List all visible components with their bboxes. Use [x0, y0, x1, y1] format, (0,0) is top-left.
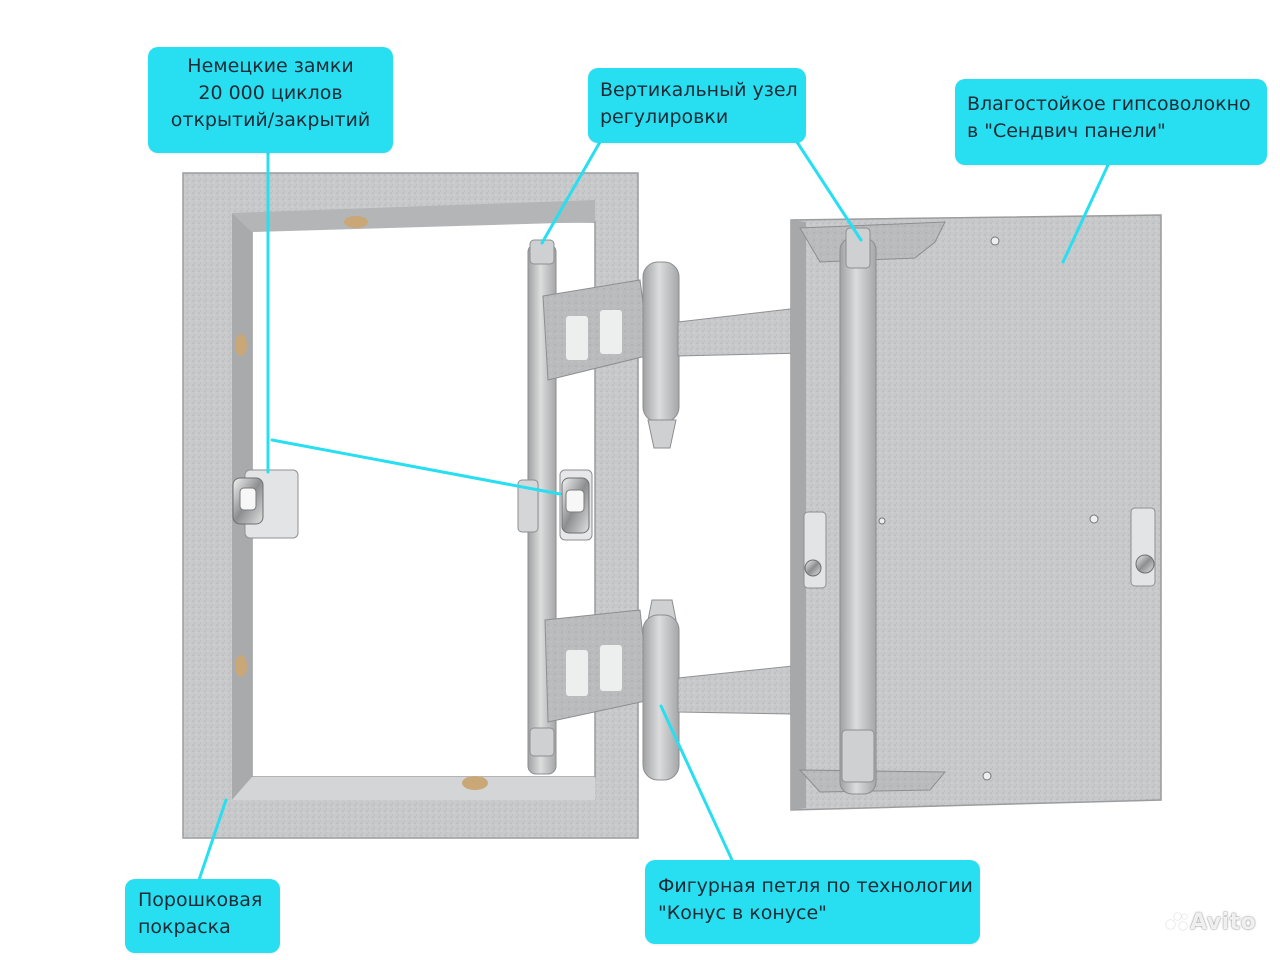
callout-powder-coating: Порошковая покраска: [125, 879, 280, 953]
leader-line-vertical-right: [795, 140, 863, 242]
watermark-text: Avito: [1190, 910, 1257, 935]
avito-logo-icon: [1166, 911, 1188, 931]
callout-vertical-adjustment: Вертикальный узел регулировки: [588, 68, 806, 143]
frame-hole: [344, 216, 368, 228]
frame-lock: [232, 469, 299, 539]
callout-text-line: регулировки: [600, 106, 729, 128]
callout-german-locks: Немецкие замки 20 000 циклов открытий/за…: [148, 47, 393, 153]
frame-hole: [235, 655, 247, 677]
leader-line-locks-middle: [270, 438, 562, 496]
callout-text-line: 20 000 циклов: [198, 82, 343, 104]
callout-hinge: Фигурная петля по технологии "Конус в ко…: [645, 860, 980, 944]
leader-line-hinge: [659, 704, 734, 862]
leader-line-gypsum: [1061, 163, 1110, 264]
leader-lines: [197, 140, 1110, 882]
callout-text-line: Фигурная петля по технологии: [658, 875, 973, 897]
frame-hole: [462, 776, 488, 790]
callout-text-line: открытий/закрытий: [170, 109, 371, 131]
callout-text-line: покраска: [138, 916, 231, 938]
callout-text-line: Вертикальный узел: [600, 79, 798, 101]
middle-lock: [517, 469, 593, 541]
callout-gypsum-fiber: Влагостойкое гипсоволокно в "Сендвич пан…: [955, 79, 1267, 165]
callout-text-line: в "Сендвич панели": [967, 120, 1166, 142]
callout-text-line: Немецкие замки: [187, 55, 354, 77]
callout-text-line: Влагостойкое гипсоволокно: [967, 93, 1251, 115]
frame-hole: [235, 334, 247, 356]
door-panel: [790, 214, 1162, 811]
leader-line-powder: [197, 798, 228, 882]
leader-line-vertical-left: [540, 140, 602, 245]
callout-text-line: "Конус в конусе": [658, 902, 827, 924]
avito-watermark: Avito: [1166, 910, 1256, 935]
callout-text-line: Порошковая: [138, 889, 263, 911]
